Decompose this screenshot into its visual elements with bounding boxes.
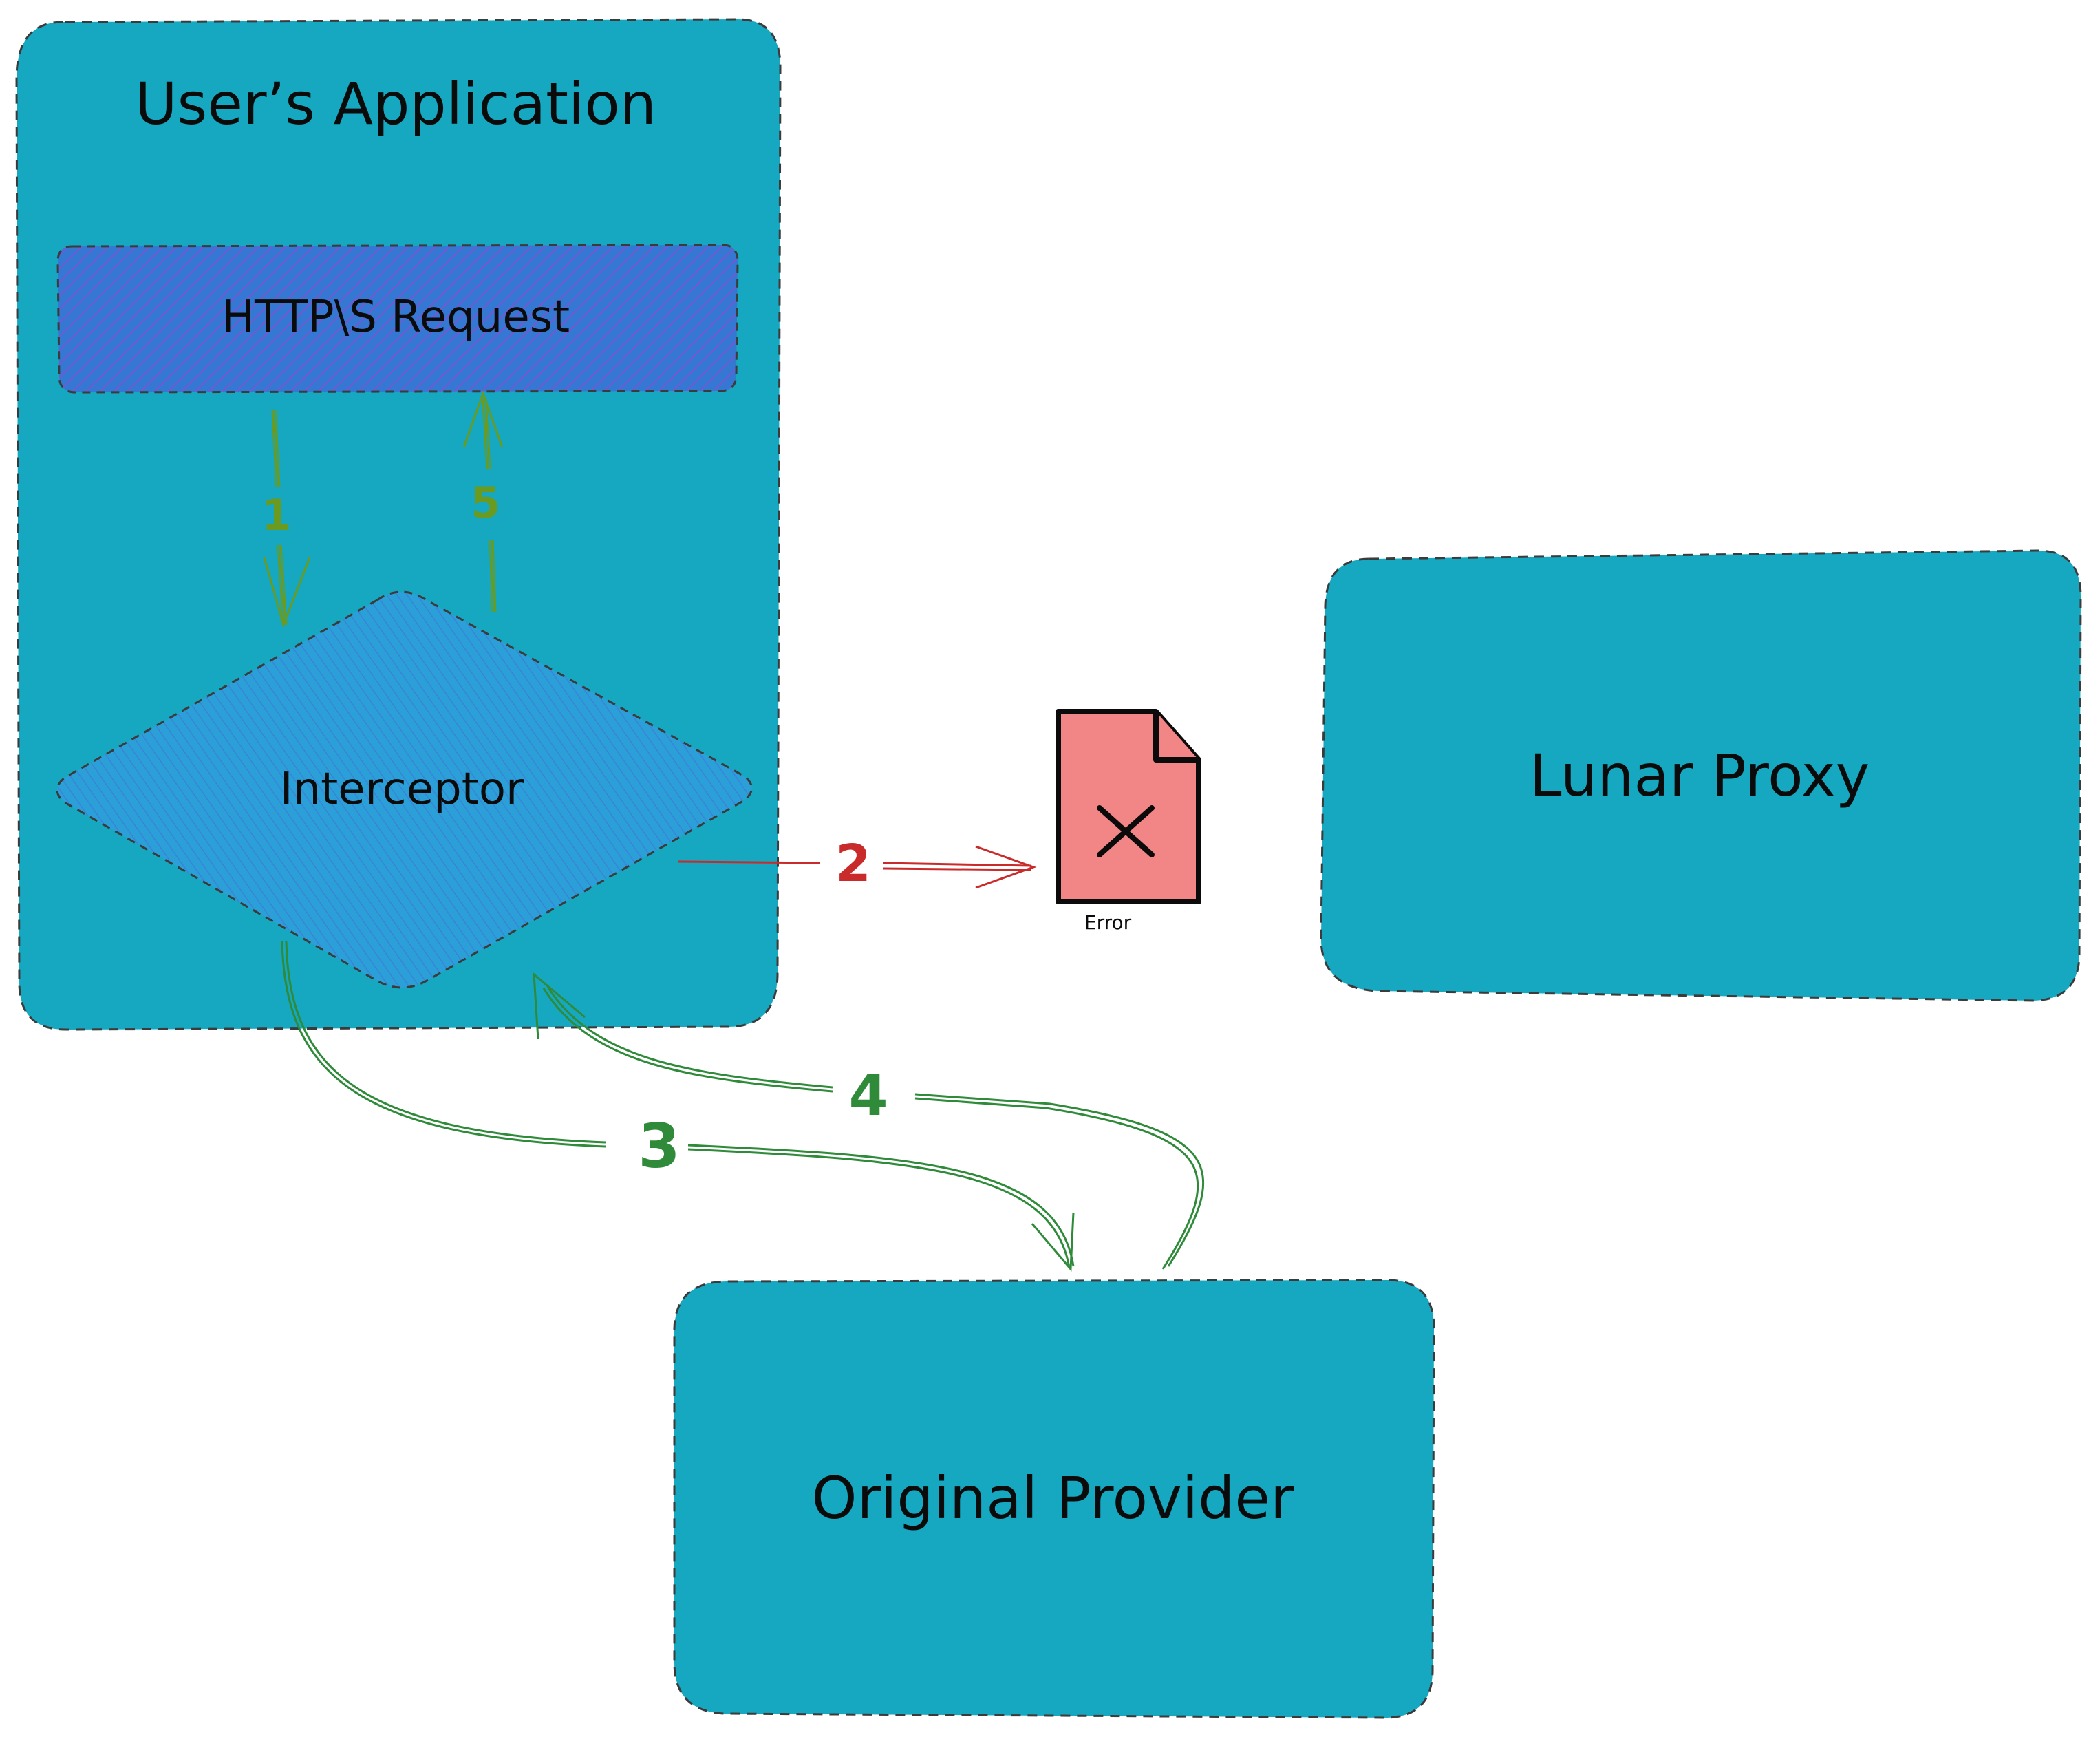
edge-step-2: 2 (678, 834, 1037, 893)
edge-step-3-arrowhead (1031, 1212, 1075, 1272)
users-application-title: User’s Application (135, 70, 656, 138)
original-provider-label: Original Provider (811, 1464, 1294, 1532)
http-request-shape (56, 244, 739, 394)
lunar-proxy-label: Lunar Proxy (1530, 742, 1870, 809)
original-provider-shape (673, 1279, 1435, 1719)
http-request-box: HTTP\S Request (56, 244, 739, 394)
edge-step-1: 1 (261, 409, 311, 628)
edge-step-2-label: 2 (835, 834, 871, 893)
edge-step-5-label: 5 (471, 478, 500, 528)
edge-step-2-arrowhead (975, 845, 1037, 889)
edge-step-5-arrowhead (462, 390, 504, 448)
edge-step-4-line (542, 986, 1205, 1270)
edge-step-3-label: 3 (638, 1111, 680, 1182)
error-close-icon (1097, 805, 1155, 857)
error-document-icon: Error (1056, 709, 1201, 934)
edge-step-4-arrowhead (533, 972, 586, 1040)
edge-step-1-label: 1 (261, 490, 291, 540)
edge-step-5-line (482, 398, 497, 613)
edge-step-4: 4 (533, 972, 1205, 1270)
edge-step-1-arrowhead (263, 557, 311, 628)
interceptor-diamond: Interceptor (56, 590, 753, 989)
lunar-proxy-box: Lunar Proxy (1320, 549, 2082, 1002)
original-provider-box: Original Provider (673, 1279, 1435, 1719)
edge-step-3-line (281, 941, 1075, 1268)
http-request-label: HTTP\S Request (222, 292, 570, 343)
edge-step-1-line (271, 409, 288, 626)
error-document-fold (1153, 712, 1199, 763)
lunar-proxy-shape (1320, 549, 2082, 1002)
edge-step-3: 3 (281, 941, 1075, 1272)
interceptor-label: Interceptor (280, 764, 524, 815)
edge-step-5: 5 (462, 390, 504, 613)
edge-step-4-label: 4 (848, 1063, 888, 1129)
error-label: Error (1084, 911, 1132, 934)
edge-step-2-line (678, 860, 1031, 871)
interceptor-shape (56, 590, 753, 989)
